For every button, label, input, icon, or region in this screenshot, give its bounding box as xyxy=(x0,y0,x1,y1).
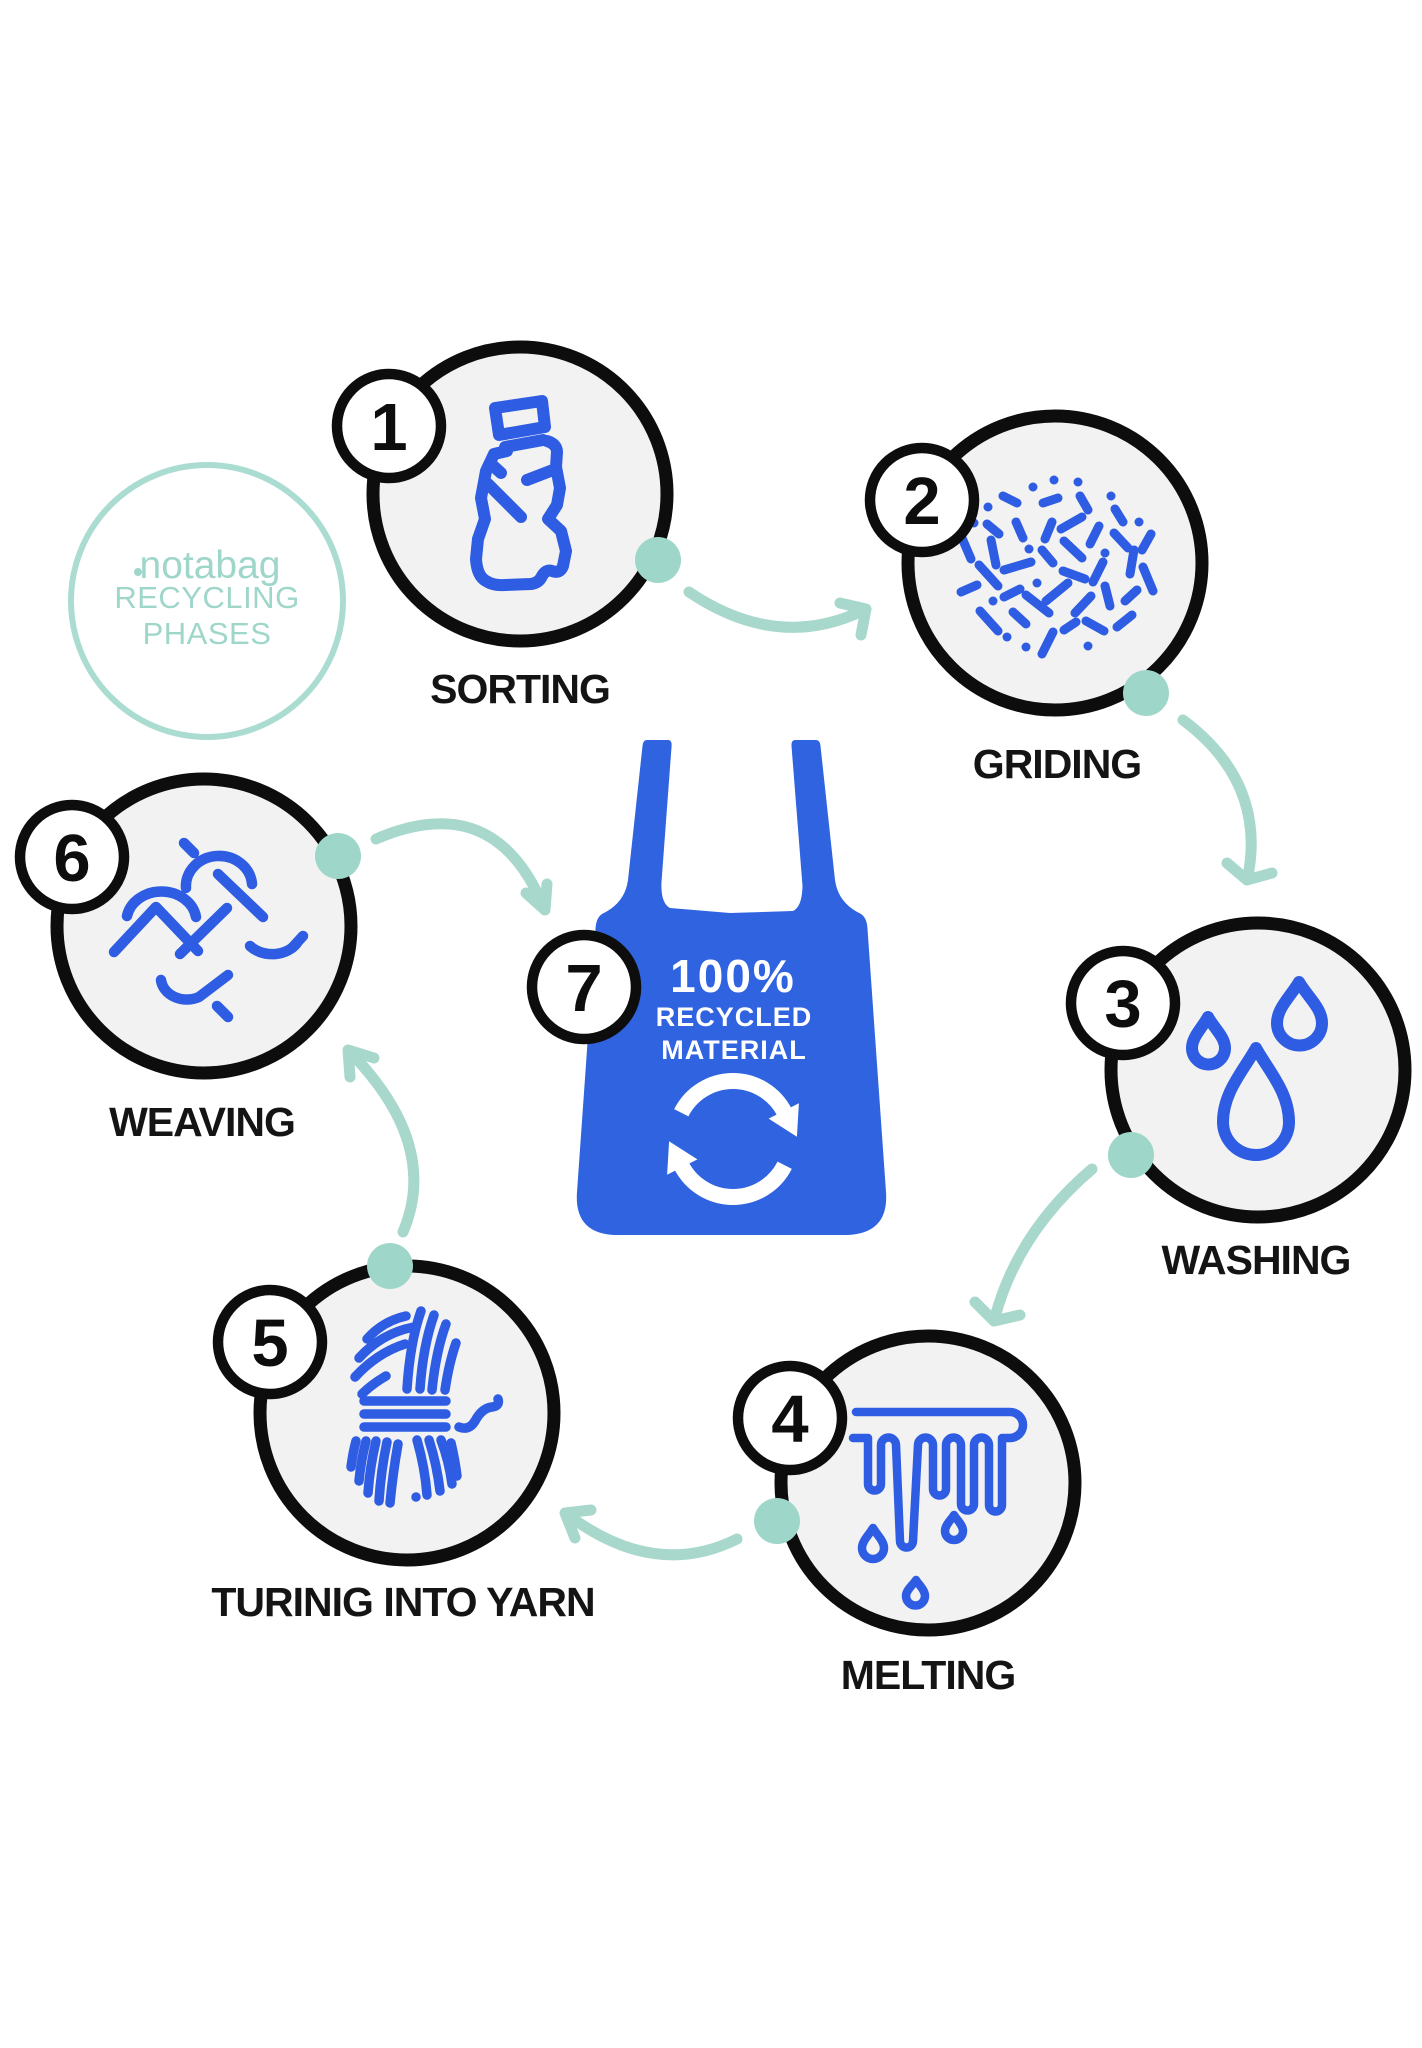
svg-text:MATERIAL: MATERIAL xyxy=(661,1035,806,1065)
svg-text:notabag: notabag xyxy=(140,544,281,587)
svg-text:2: 2 xyxy=(903,464,940,539)
svg-text:3: 3 xyxy=(1104,967,1141,1042)
svg-text:SORTING: SORTING xyxy=(430,666,610,712)
svg-text:WASHING: WASHING xyxy=(1162,1237,1351,1283)
svg-text:RECYCLED: RECYCLED xyxy=(656,1002,813,1032)
svg-text:4: 4 xyxy=(771,1382,808,1457)
svg-text:6: 6 xyxy=(53,821,90,896)
svg-text:100%: 100% xyxy=(670,950,796,1002)
svg-text:GRIDING: GRIDING xyxy=(973,741,1141,787)
svg-text:7: 7 xyxy=(565,951,602,1026)
svg-text:TURINIG INTO YARN: TURINIG INTO YARN xyxy=(211,1579,594,1625)
svg-text:5: 5 xyxy=(251,1306,288,1381)
svg-text:1: 1 xyxy=(370,390,407,465)
svg-text:WEAVING: WEAVING xyxy=(109,1099,295,1145)
svg-text:RECYCLING: RECYCLING xyxy=(114,580,299,615)
svg-text:PHASES: PHASES xyxy=(143,616,272,651)
svg-text:MELTING: MELTING xyxy=(841,1652,1015,1698)
